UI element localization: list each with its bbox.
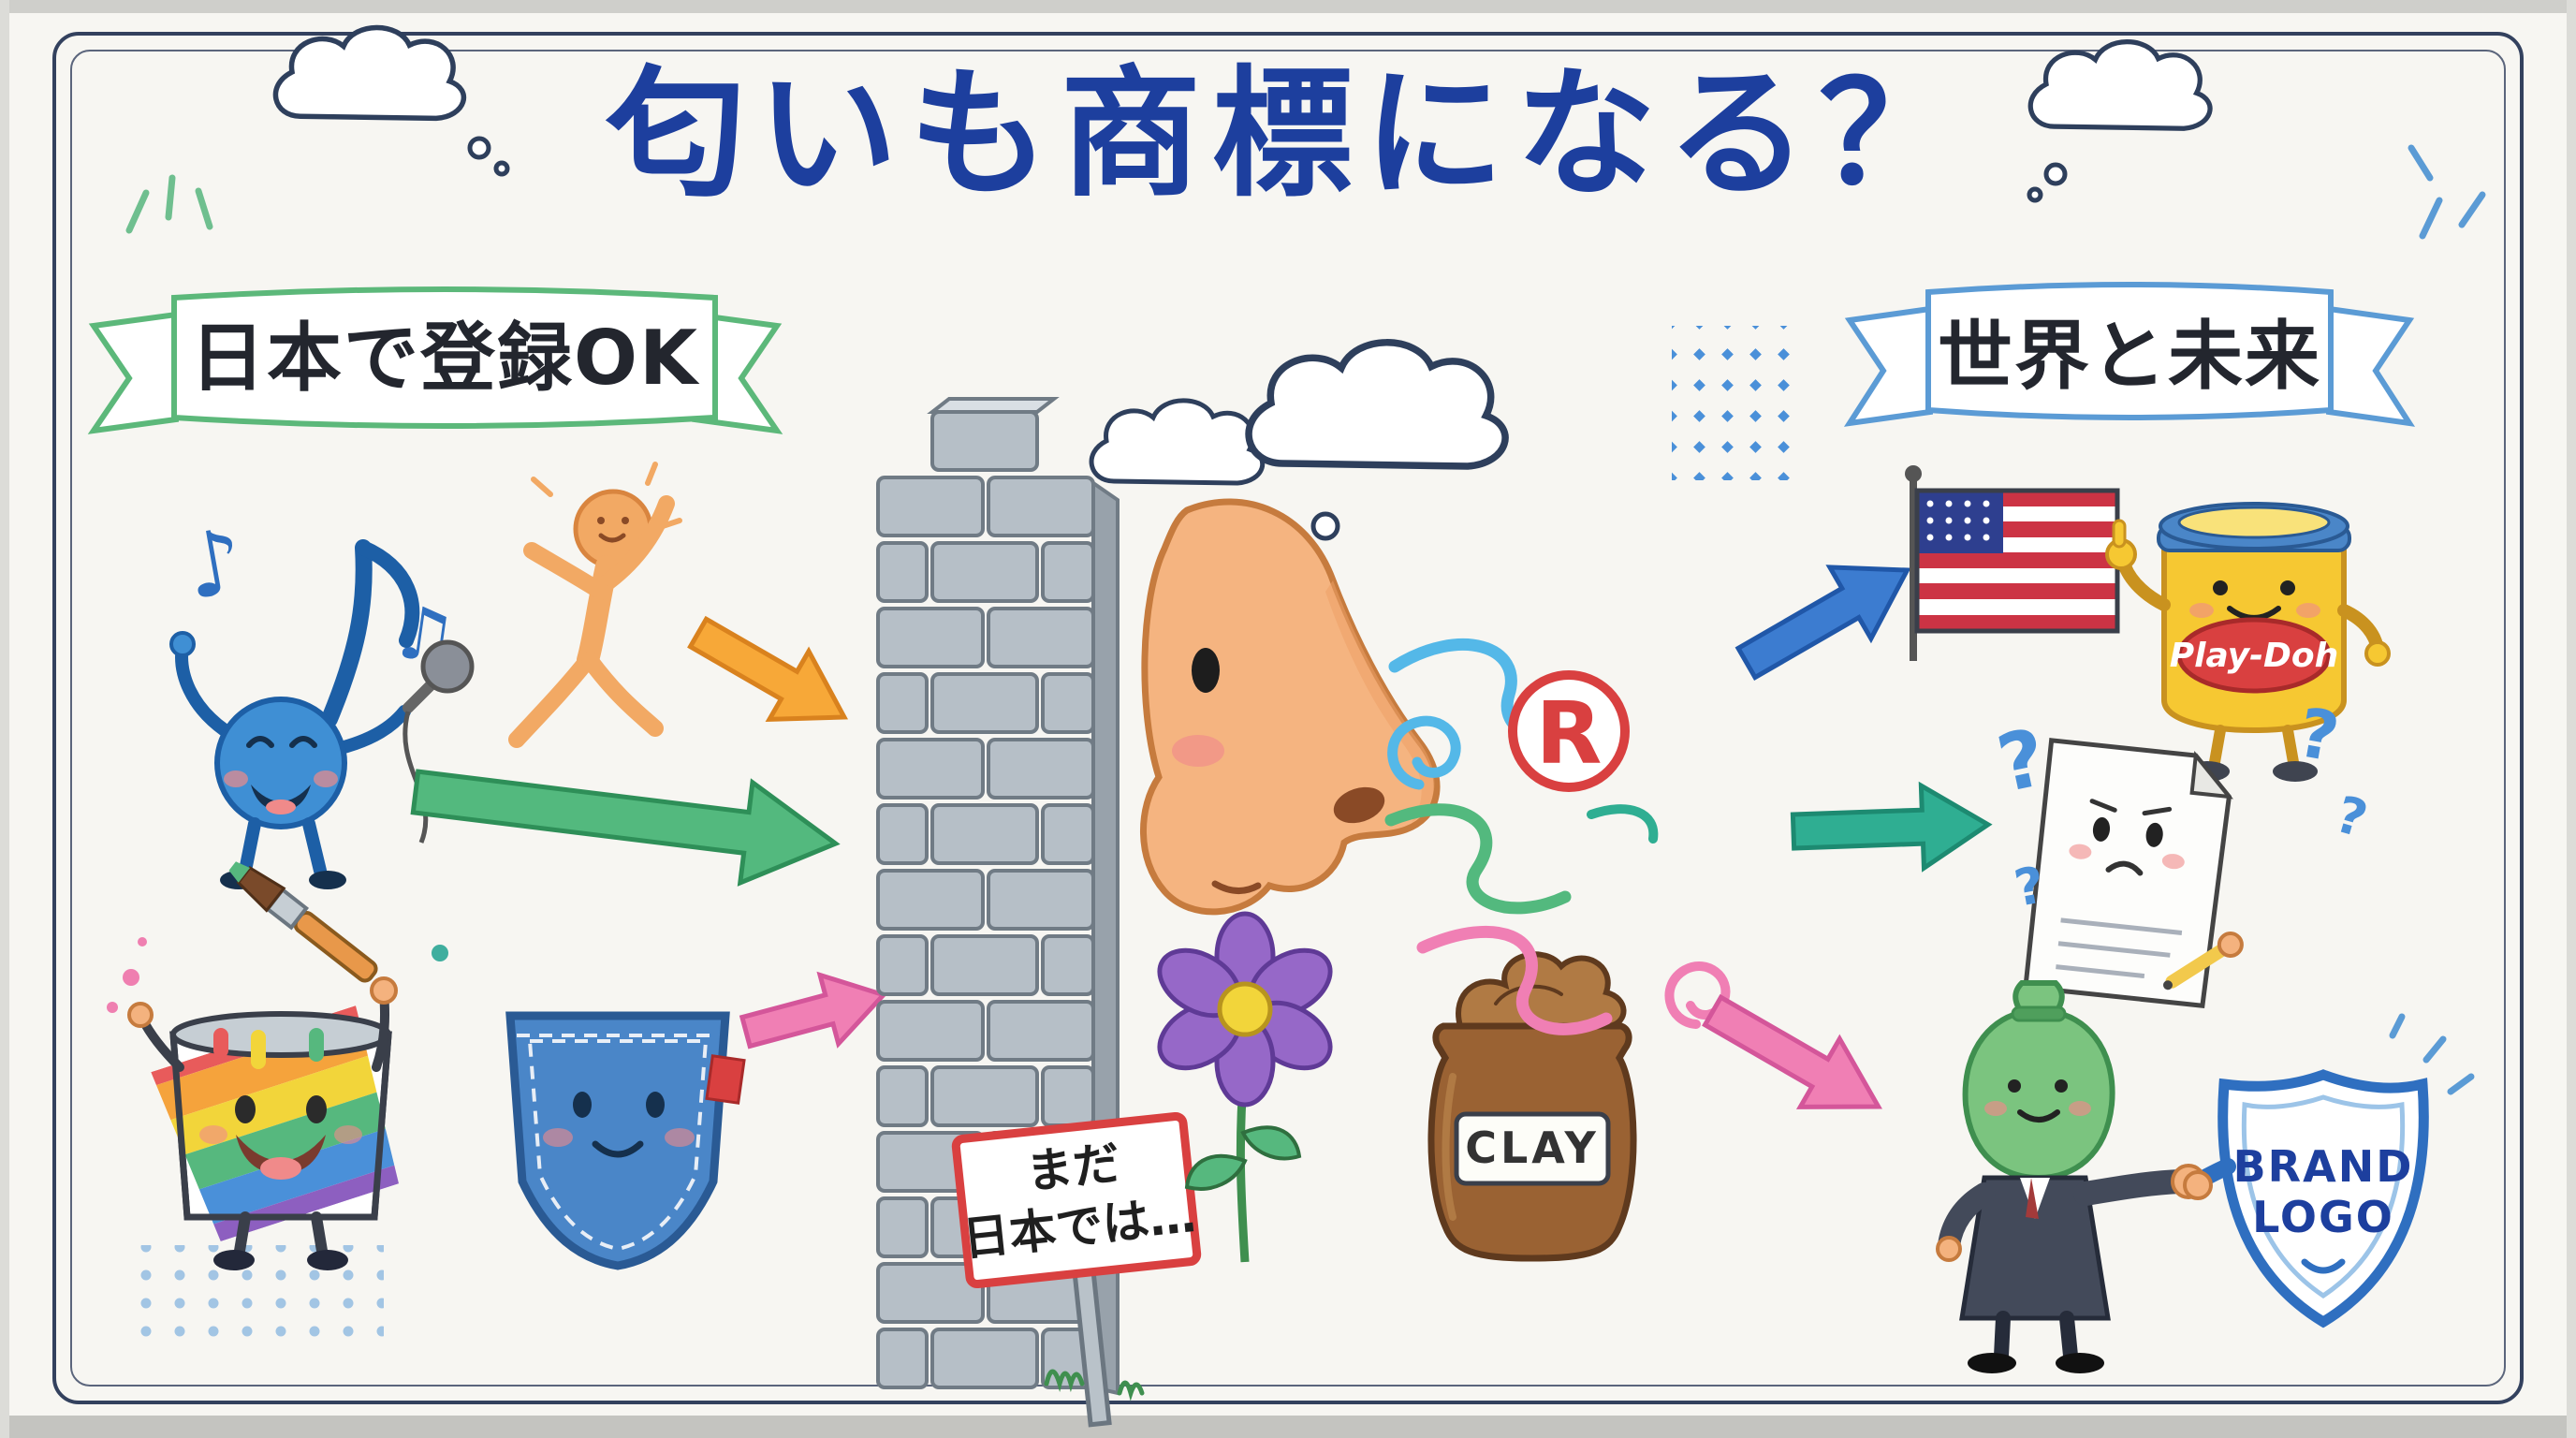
nose-frown xyxy=(1211,880,1262,894)
paintbrush-icon xyxy=(228,861,378,983)
banner-world-future: 世界と未来 xyxy=(1843,282,2416,427)
arrow-orange-icon xyxy=(687,615,849,723)
shield-line1: BRAND xyxy=(2233,1141,2414,1192)
svg-text:?: ? xyxy=(2329,785,2373,849)
thought-cloud-title-right-icon xyxy=(2027,42,2210,203)
music-note-icon: ♪ xyxy=(178,509,252,621)
arrow-pink-left-icon xyxy=(739,971,888,1049)
nose-eye xyxy=(1192,648,1220,693)
clay-swirl xyxy=(1456,951,1627,1029)
arrow-teal-icon xyxy=(1790,781,1993,873)
playdoh-can-character: Play-Doh xyxy=(2105,502,2391,782)
nose-character xyxy=(1140,498,1441,916)
svg-text:?: ? xyxy=(1990,712,2054,811)
sparkle-blue-shield-icon xyxy=(2389,1013,2475,1095)
arrow-pink-right-icon xyxy=(1702,993,1882,1109)
jar-label xyxy=(1454,1111,1611,1186)
nose-blush xyxy=(1172,735,1224,767)
moneybag-businessman xyxy=(1936,980,2193,1373)
shield-line2: LOGO xyxy=(2252,1192,2394,1242)
sparkle-blue-banner-icon xyxy=(2408,144,2486,240)
paint-drip-teal-icon xyxy=(432,945,448,961)
registered-trademark-icon: R xyxy=(1508,670,1630,792)
sparkle-green-icon xyxy=(125,174,213,234)
banner-world-future-label: 世界と未来 xyxy=(1938,313,2321,400)
paint-splash-pink-icon xyxy=(107,937,147,1013)
grass-icon xyxy=(1044,1369,1145,1401)
nostril xyxy=(1333,786,1385,824)
wall-sign-line1: まだ xyxy=(1024,1136,1123,1199)
drawn-border xyxy=(52,32,2524,1404)
denim-pocket-character xyxy=(505,1011,746,1270)
document-character xyxy=(2023,738,2244,1008)
paint-can-character xyxy=(107,861,448,1270)
pocket-tag xyxy=(705,1054,746,1105)
banner-japan: 日本で登録OK xyxy=(87,286,783,434)
page-title: 匂いも商標になる？ xyxy=(605,53,1970,216)
registered-letter: R xyxy=(1536,683,1603,784)
handshake-icon xyxy=(2171,1164,2213,1200)
thumbs-up-icon xyxy=(2112,519,2127,549)
flower-icon xyxy=(1157,911,1333,1263)
banner-japan-label: 日本で登録OK xyxy=(190,315,700,402)
playdoh-label-oval xyxy=(2176,617,2332,694)
dot-cluster-top xyxy=(1672,326,1803,480)
brand-shield-character: BRAND LOGO xyxy=(2189,1069,2429,1328)
thought-cloud-title-left-icon xyxy=(275,27,510,177)
jar-label-text: CLAY xyxy=(1465,1123,1600,1173)
music-note-character: ♪ ♫ xyxy=(169,509,475,889)
us-flag-icon xyxy=(1905,465,2120,661)
arrow-blue-icon xyxy=(1734,565,1911,682)
playdoh-label-text: Play-Doh xyxy=(2170,637,2339,675)
dancer-character xyxy=(508,462,682,748)
clay-jar: CLAY xyxy=(1427,951,1637,1262)
arrow-green-icon xyxy=(410,769,841,887)
